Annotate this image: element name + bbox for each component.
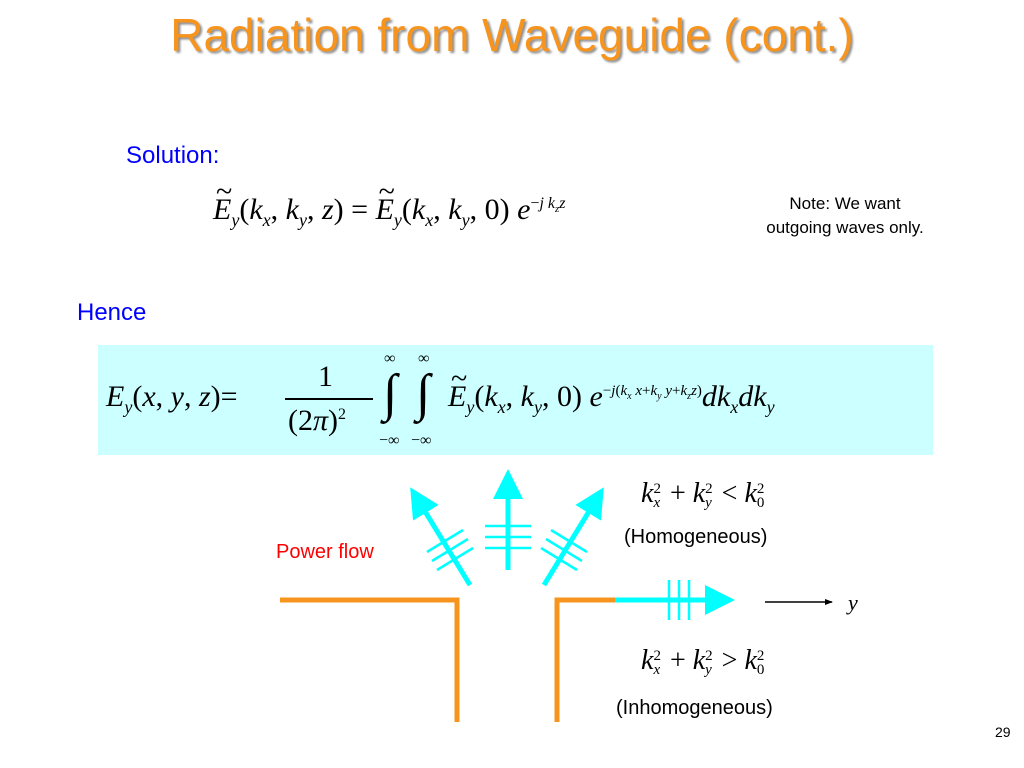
int1-lower: −∞ (379, 432, 400, 449)
waveguide-right-wall (554, 597, 618, 722)
integral-2: ∫ (416, 365, 431, 422)
inhomogeneous-label: (Inhomogeneous) (616, 697, 773, 719)
eq2-lhs: Ey(x, y, z)= (106, 380, 238, 417)
eq1-rhs: E~y(kx, ky, 0) e−j kzz (375, 175, 566, 230)
eq2-numerator: 1 (318, 360, 333, 393)
y-axis-label: y (848, 590, 858, 615)
right-wave-arrow (540, 487, 604, 587)
slide-title: Radiation from Waveguide (cont.) (170, 9, 854, 61)
equation-box (98, 345, 933, 455)
center-wave-arrow (485, 469, 531, 570)
note-line-1: Note: We want (789, 194, 901, 213)
left-wave-arrow (410, 487, 474, 587)
power-flow-label: Power flow (276, 541, 374, 563)
integral-1: ∫ (383, 365, 398, 422)
int2-upper: ∞ (418, 350, 430, 367)
int2-lower: −∞ (411, 432, 432, 449)
hence-label: Hence (77, 299, 147, 326)
eq2-integrand: E~y(kx, ky, 0) e−j(kx x+ky y+kzz)dkxdky (448, 362, 775, 417)
surface-wave-arrow (615, 580, 735, 620)
equation-1: E~y(kx, ky, z) = E~y(kx, ky, 0) e−j kzz (213, 175, 566, 230)
eq2-fraction-bar (285, 398, 373, 400)
page-number: 29 (995, 724, 1011, 740)
eq2-denominator: (2π)2 (288, 404, 347, 437)
note-line-2: outgoing waves only. (766, 218, 924, 237)
note: Note: We want outgoing waves only. (745, 192, 945, 240)
solution-label: Solution: (126, 142, 220, 169)
int1-upper: ∞ (384, 350, 396, 367)
waveguide-left-wall (280, 597, 460, 722)
eq1-lhs: E~y(kx, ky, z) (213, 175, 344, 230)
homogeneous-label: (Homogeneous) (624, 526, 768, 548)
